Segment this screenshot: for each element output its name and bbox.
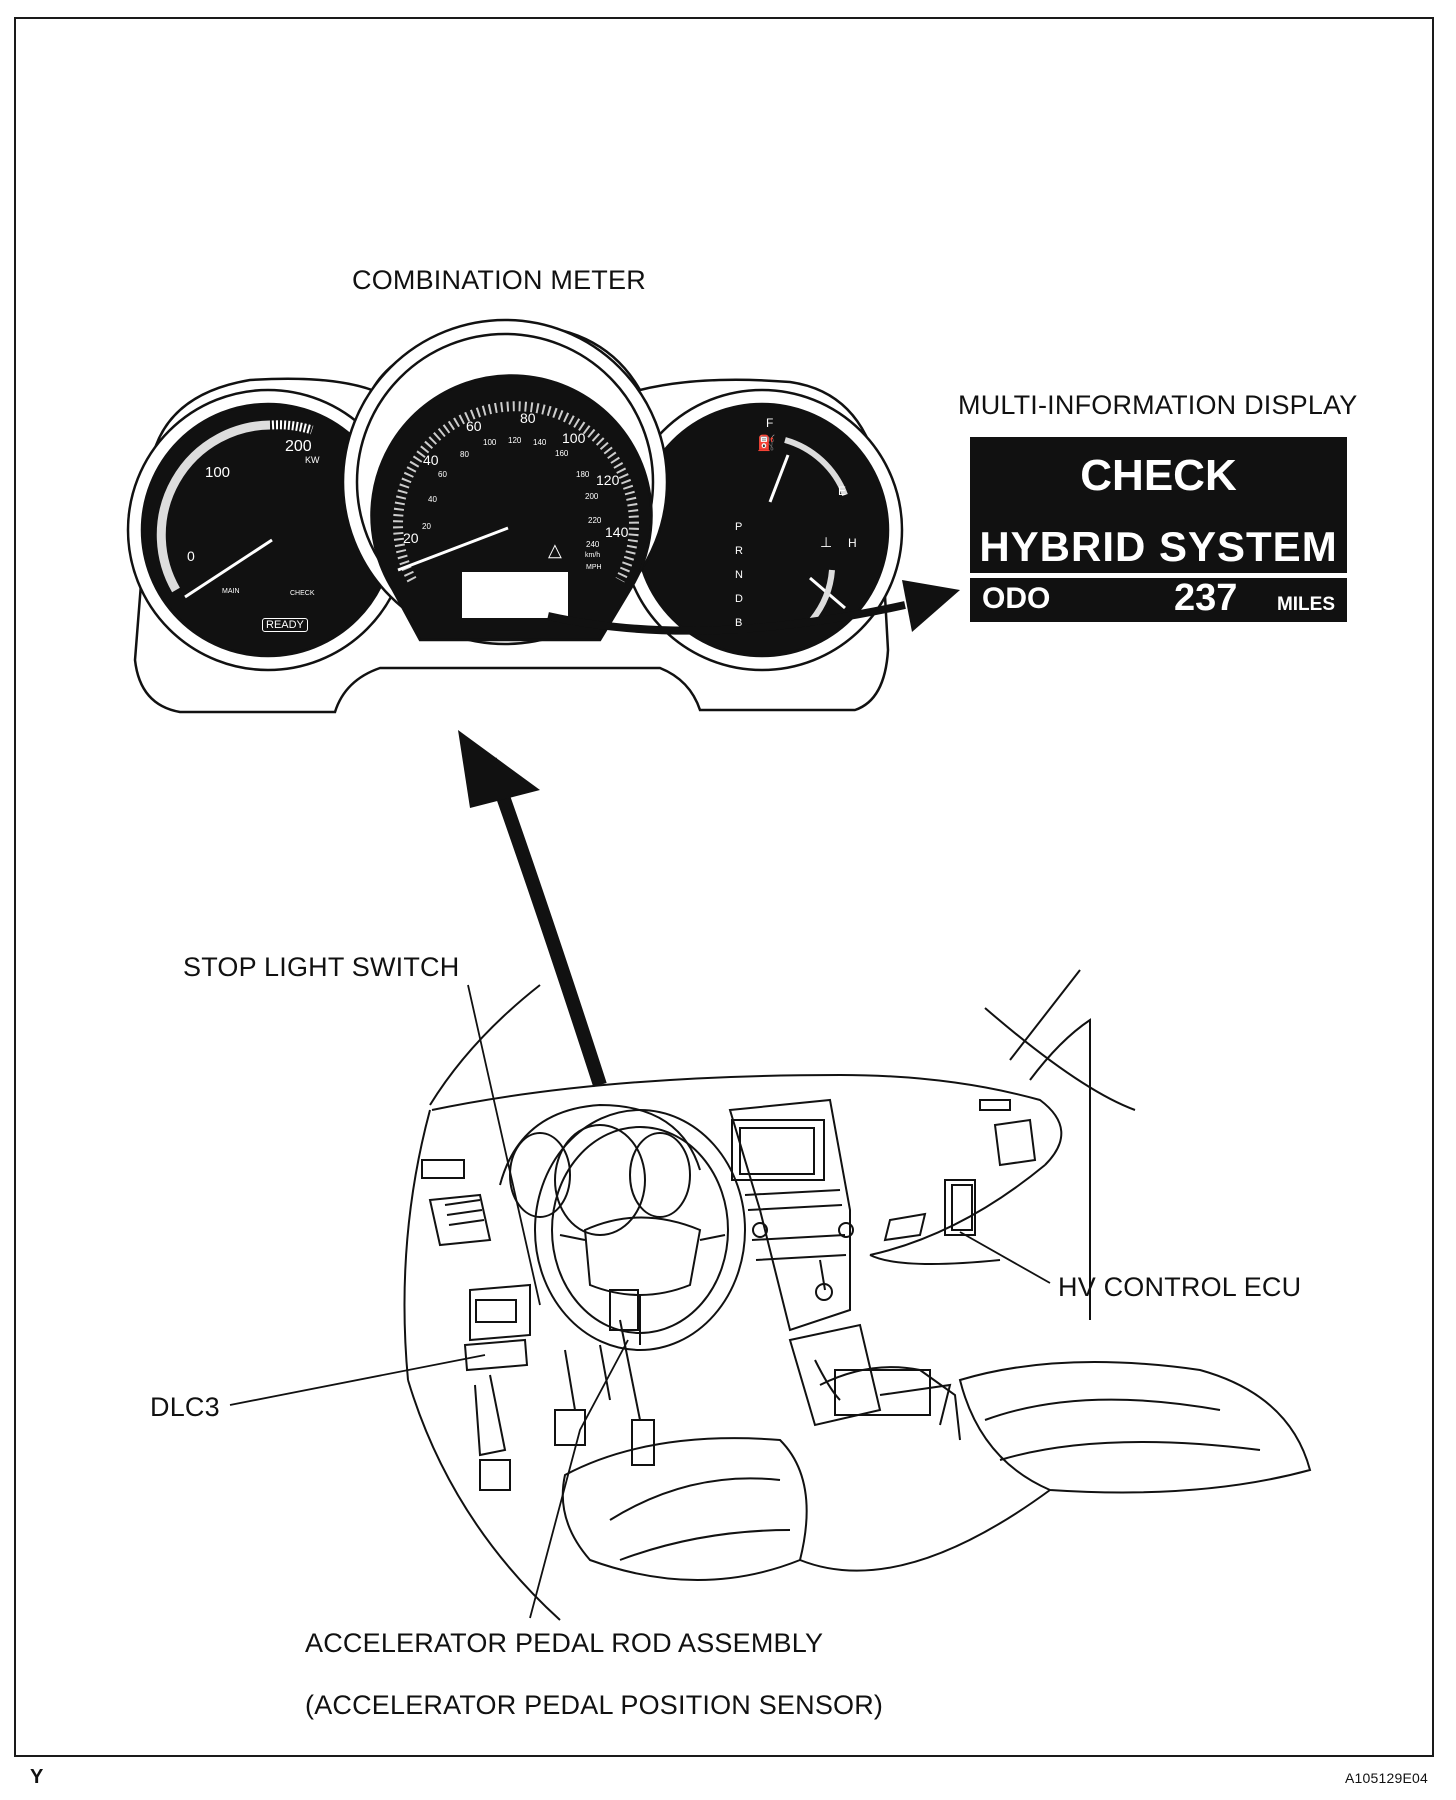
gear-p: P — [735, 521, 743, 533]
gear-r: R — [735, 545, 743, 557]
kmh-tick-120: 120 — [508, 436, 522, 445]
display-arrow-head — [902, 580, 960, 632]
power-tick-100: 100 — [205, 464, 231, 481]
label-accelerator-pedal-sensor: (ACCELERATOR PEDAL POSITION SENSOR) — [305, 1690, 884, 1720]
leader-lines — [229, 984, 1051, 1619]
kmh-tick-60: 60 — [438, 470, 447, 479]
kmh-tick-200: 200 — [585, 492, 599, 501]
mph-tick-80: 80 — [520, 410, 536, 426]
fuel-pump-icon: ⛽ — [757, 435, 776, 452]
mph-tick-40: 40 — [423, 452, 439, 468]
power-unit: KW — [305, 455, 320, 465]
coolant-temp-icon: ⊥ — [820, 534, 833, 550]
label-hv-control-ecu: HV CONTROL ECU — [1058, 1272, 1302, 1302]
mph-tick-20: 20 — [403, 530, 419, 546]
kmh-tick-180: 180 — [576, 470, 590, 479]
temp-hot-label: H — [848, 536, 857, 550]
odo-unit: MILES — [1276, 594, 1335, 615]
power-tick-200: 200 — [285, 438, 312, 455]
meter-arrow-head — [458, 730, 540, 808]
label-accelerator-pedal-rod: ACCELERATOR PEDAL ROD ASSEMBLY — [305, 1628, 824, 1658]
kmh-tick-20: 20 — [422, 522, 431, 531]
kmh-tick-140: 140 — [533, 438, 547, 447]
label-combination-meter: COMBINATION METER — [352, 265, 646, 295]
gear-b: B — [735, 617, 743, 629]
kmh-tick-160: 160 — [555, 449, 569, 458]
leader-hv-ecu — [959, 1231, 1051, 1284]
interior-sketch — [403, 969, 1312, 1621]
figure-code: A105129E04 — [1345, 1770, 1428, 1786]
display-separator — [970, 573, 1347, 578]
combination-meter — [126, 318, 904, 714]
mph-tick-100: 100 — [562, 430, 586, 446]
display-line-hybrid-system: HYBRID SYSTEM — [979, 523, 1338, 570]
multi-information-display: CHECK HYBRID SYSTEM ODO 237 MILES — [970, 437, 1347, 622]
leader-dlc3 — [229, 1354, 486, 1406]
fuel-empty-label: E — [838, 484, 847, 498]
ready-indicator: READY — [262, 618, 308, 632]
mph-tick-60: 60 — [466, 418, 482, 434]
odo-label: ODO — [982, 582, 1051, 615]
kmh-tick-40: 40 — [428, 495, 437, 504]
odo-value: 237 — [1174, 577, 1238, 619]
check-indicator: CHECK — [290, 590, 315, 597]
display-line-check: CHECK — [1080, 451, 1237, 500]
kmh-tick-100: 100 — [483, 438, 497, 447]
display-arrow — [547, 601, 906, 635]
gauge-details — [156, 401, 848, 622]
label-stop-light-switch: STOP LIGHT SWITCH — [183, 952, 460, 982]
leader-accelerator — [529, 1339, 629, 1619]
mph-tick-140: 140 — [605, 524, 629, 540]
kmh-tick-240: 240 — [586, 540, 600, 549]
main-indicator: MAIN — [222, 588, 240, 595]
label-multi-information-display: MULTI-INFORMATION DISPLAY — [958, 390, 1358, 420]
gear-n: N — [735, 569, 743, 581]
diagram-frame — [14, 17, 1434, 1757]
kmh-tick-80: 80 — [460, 450, 469, 459]
mph-tick-120: 120 — [596, 472, 620, 488]
power-tick-0: 0 — [187, 548, 195, 564]
leader-stop-light — [467, 984, 541, 1306]
meter-arrow — [483, 757, 607, 1088]
warning-triangle-icon: △ — [548, 540, 562, 560]
label-dlc3: DLC3 — [150, 1392, 220, 1422]
gear-indicator: P R N D B — [735, 515, 743, 635]
mph-unit: MPH — [586, 564, 602, 571]
kmh-unit: km/h — [585, 552, 601, 559]
kmh-tick-220: 220 — [588, 516, 602, 525]
fuel-full-label: F — [766, 416, 774, 430]
gear-d: D — [735, 593, 743, 605]
corner-code-left: Y — [30, 1766, 44, 1788]
